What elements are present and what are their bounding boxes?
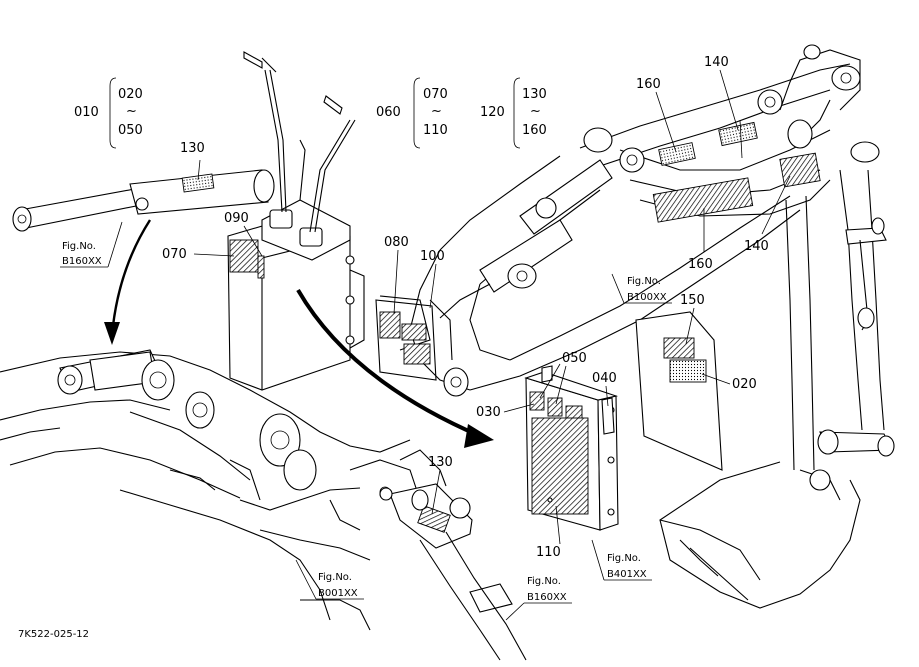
callout-120: 120 xyxy=(480,105,505,120)
callout-160-top: 160 xyxy=(636,77,661,92)
direction-arrow-right xyxy=(296,288,494,448)
fig-ref-b160-bottom-code: B160XX xyxy=(527,592,567,603)
callout-070: 070 xyxy=(423,87,448,102)
callout-080: 080 xyxy=(384,235,409,250)
tilde-1: ~ xyxy=(126,104,137,119)
hydraulic-cylinder-top xyxy=(12,159,275,232)
fig-ref-b001-code: B001XX xyxy=(318,588,358,599)
callout-100: 100 xyxy=(420,249,445,264)
swing-frame xyxy=(0,349,421,631)
callout-060: 060 xyxy=(376,105,401,120)
callout-160-mid: 160 xyxy=(688,257,713,272)
callout-050: 050 xyxy=(118,123,143,138)
fig-ref-b160-top: Fig.No. B160XX xyxy=(60,221,123,268)
control-tower xyxy=(227,51,365,391)
fig-ref-b100: Fig.No. B100XX xyxy=(611,273,672,304)
callout-090: 090 xyxy=(224,211,249,226)
fig-ref-label-3: Fig.No. xyxy=(607,553,641,564)
fig-ref-b001: Fig.No. B001XX xyxy=(295,559,364,600)
fig-ref-b160-top-code: B160XX xyxy=(62,256,102,267)
callout-130: 130 xyxy=(522,87,547,102)
direction-arrow-left xyxy=(104,219,152,345)
boom-arm xyxy=(379,44,880,397)
callout-020: 020 xyxy=(118,87,143,102)
decal-area-080 xyxy=(375,299,437,381)
callout-group-060: 060 070 ~ 110 xyxy=(376,77,448,149)
callout-130-bottom: 130 xyxy=(428,455,453,470)
fig-ref-label-2: Fig.No. xyxy=(627,276,661,287)
callout-140-top: 140 xyxy=(704,55,729,70)
callout-160: 160 xyxy=(522,123,547,138)
callout-130-top: 130 xyxy=(180,141,205,156)
hydraulic-cylinder-bottom xyxy=(379,449,527,661)
fig-ref-b100-code: B100XX xyxy=(627,292,667,303)
callout-140-mid: 140 xyxy=(744,239,769,254)
callout-050-label: 050 xyxy=(562,351,587,366)
decal-plate xyxy=(524,365,619,531)
callout-040: 040 xyxy=(592,371,617,386)
tilde-3: ~ xyxy=(530,104,541,119)
cover-panel-150 xyxy=(635,311,723,471)
tilde-2: ~ xyxy=(431,104,442,119)
callout-150: 150 xyxy=(680,293,705,308)
fig-ref-b401-code: B401XX xyxy=(607,569,647,580)
fig-ref-label-1: Fig.No. xyxy=(62,241,96,252)
arm-bucket xyxy=(659,169,895,609)
callout-110-label: 110 xyxy=(536,545,561,560)
drawing-code: 7K522-025-12 xyxy=(18,629,89,640)
callout-010: 010 xyxy=(74,105,99,120)
fig-ref-b401: Fig.No. B401XX xyxy=(591,539,652,581)
fig-ref-b160-bottom: Fig.No. B160XX xyxy=(505,576,572,621)
callout-group-120: 120 130 ~ 160 xyxy=(480,77,547,149)
callout-070-label: 070 xyxy=(162,247,187,262)
callout-110: 110 xyxy=(423,123,448,138)
fig-ref-label-5: Fig.No. xyxy=(527,576,561,587)
fig-ref-label-4: Fig.No. xyxy=(318,572,352,583)
callout-020-label: 020 xyxy=(732,377,757,392)
callout-030: 030 xyxy=(476,405,501,420)
callout-group-010: 010 020 ~ 050 xyxy=(74,77,143,149)
